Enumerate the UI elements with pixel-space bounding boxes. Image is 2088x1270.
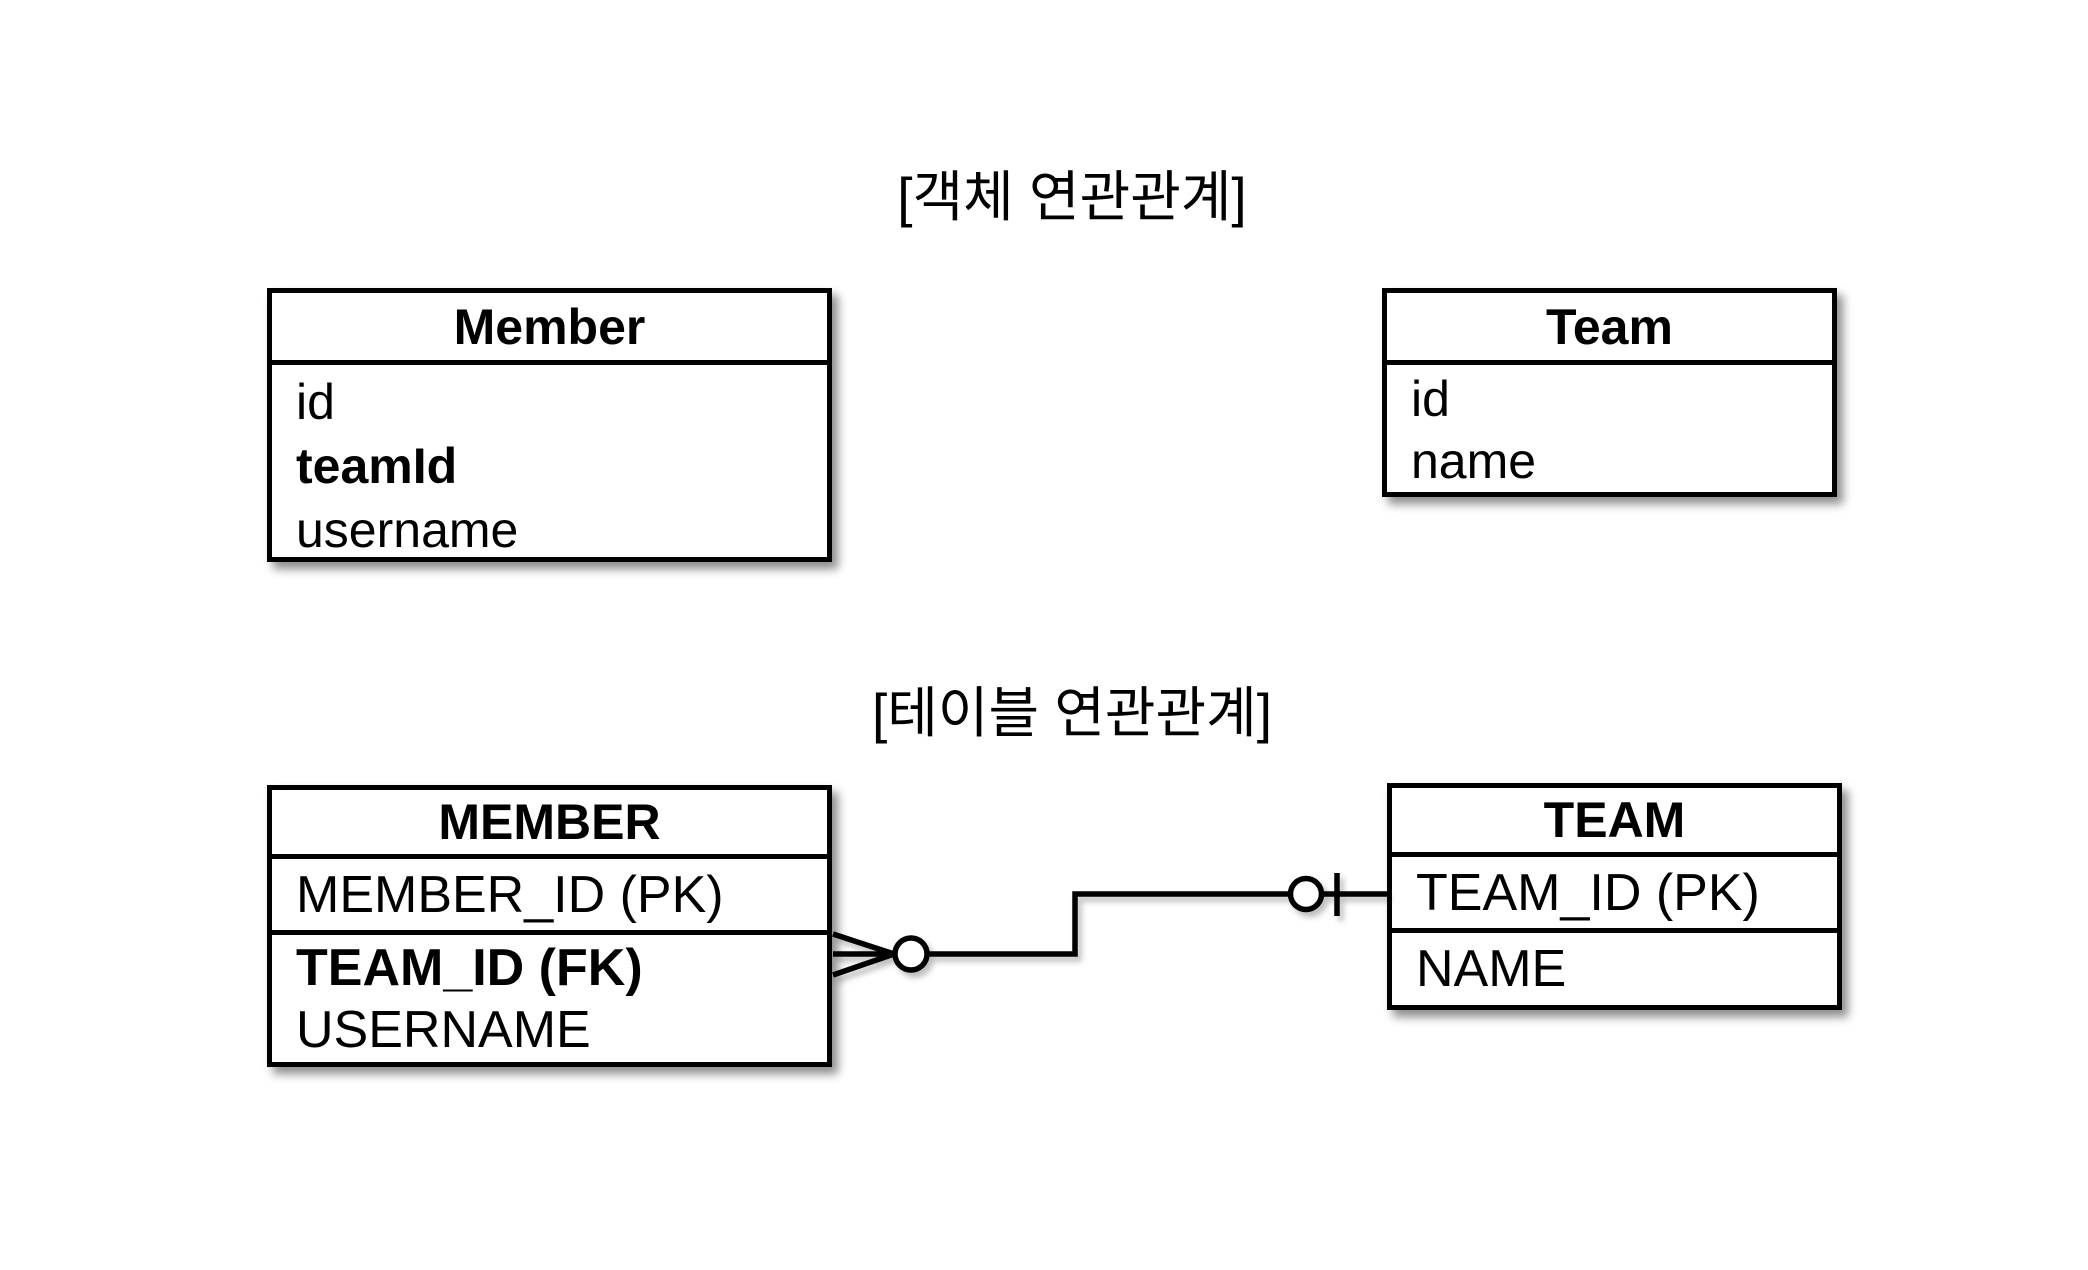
team-table-box: TEAM TEAM_ID (PK) NAME (1387, 783, 1842, 1010)
member-table-columns: TEAM_ID (FK) USERNAME (272, 935, 827, 1061)
team-table-title: TEAM (1392, 788, 1837, 857)
team-field-name: name (1411, 433, 1537, 489)
member-field-id: id (296, 374, 335, 430)
member-class-fields: id teamId username (272, 365, 827, 562)
member-field-teamid: teamId (296, 438, 458, 494)
member-field-username: username (296, 502, 519, 558)
member-class-box: Member id teamId username (267, 288, 832, 562)
member-table-title: MEMBER (272, 790, 827, 859)
member-class-title: Member (272, 293, 827, 365)
object-relationship-title: [객체 연관관계] (897, 166, 1247, 228)
team-table-pk-row: TEAM_ID (PK) (1392, 857, 1837, 933)
member-table-fk-row: TEAM_ID (FK) (296, 939, 643, 997)
member-table-box: MEMBER MEMBER_ID (PK) TEAM_ID (FK) USERN… (267, 785, 832, 1067)
table-relationship-title: [테이블 연관관계] (871, 682, 1273, 744)
team-class-box: Team id name (1382, 288, 1837, 497)
crow-foot-many-icon (832, 931, 930, 978)
relationship-line (927, 891, 1290, 957)
team-class-fields: id name (1387, 365, 1832, 492)
team-table-name-row: NAME (1416, 940, 1567, 998)
member-table-username-row: USERNAME (296, 1001, 591, 1059)
team-class-title: Team (1387, 293, 1832, 365)
zero-or-one-icon (1287, 873, 1387, 916)
team-field-id: id (1411, 371, 1450, 427)
member-table-pk-row: MEMBER_ID (PK) (272, 859, 827, 935)
